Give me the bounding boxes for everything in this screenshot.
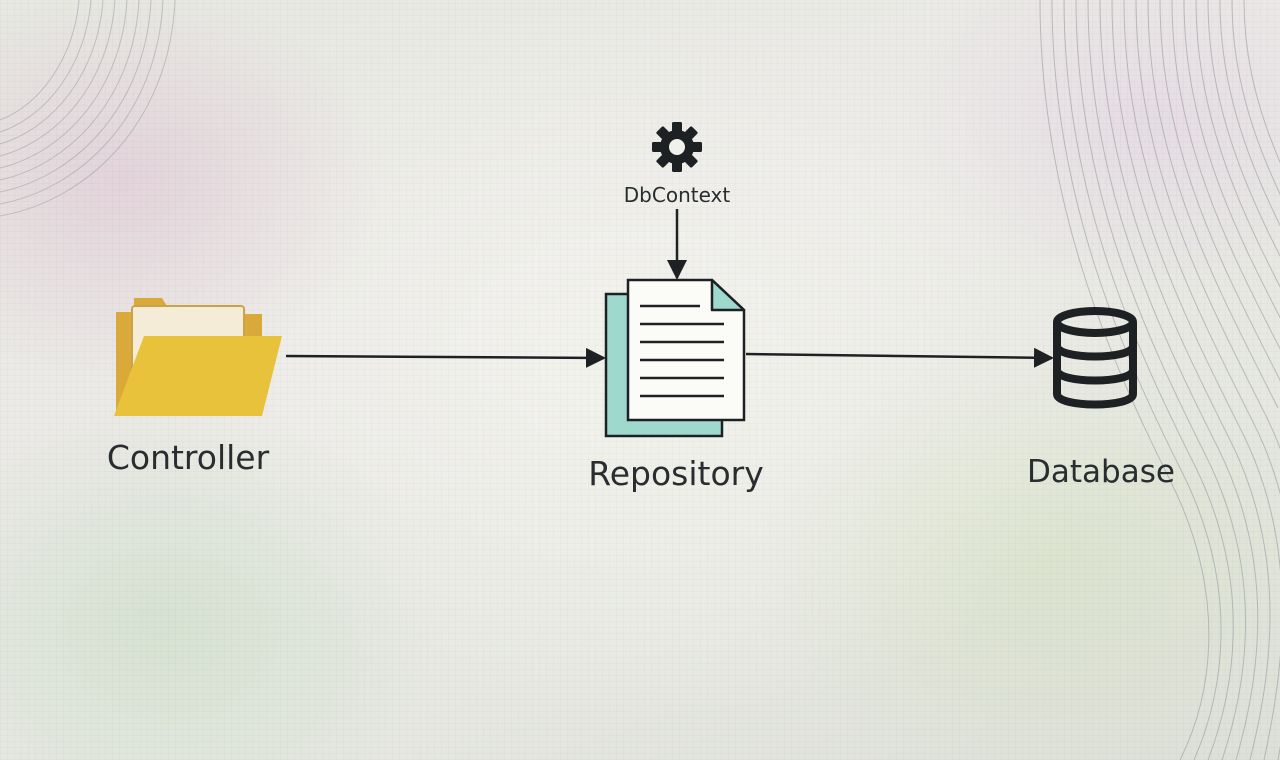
gear-icon (652, 122, 702, 172)
folder-icon (114, 298, 282, 416)
dbcontext-label: DbContext (623, 183, 731, 207)
edge-controller-to-repository (285, 347, 606, 368)
repository-label: Repository (588, 454, 764, 493)
database-icon (1053, 307, 1137, 409)
controller-label: Controller (106, 438, 270, 477)
document-icon (604, 278, 746, 438)
database-label: Database (1027, 454, 1175, 490)
edge-repository-to-database (745, 347, 1054, 368)
